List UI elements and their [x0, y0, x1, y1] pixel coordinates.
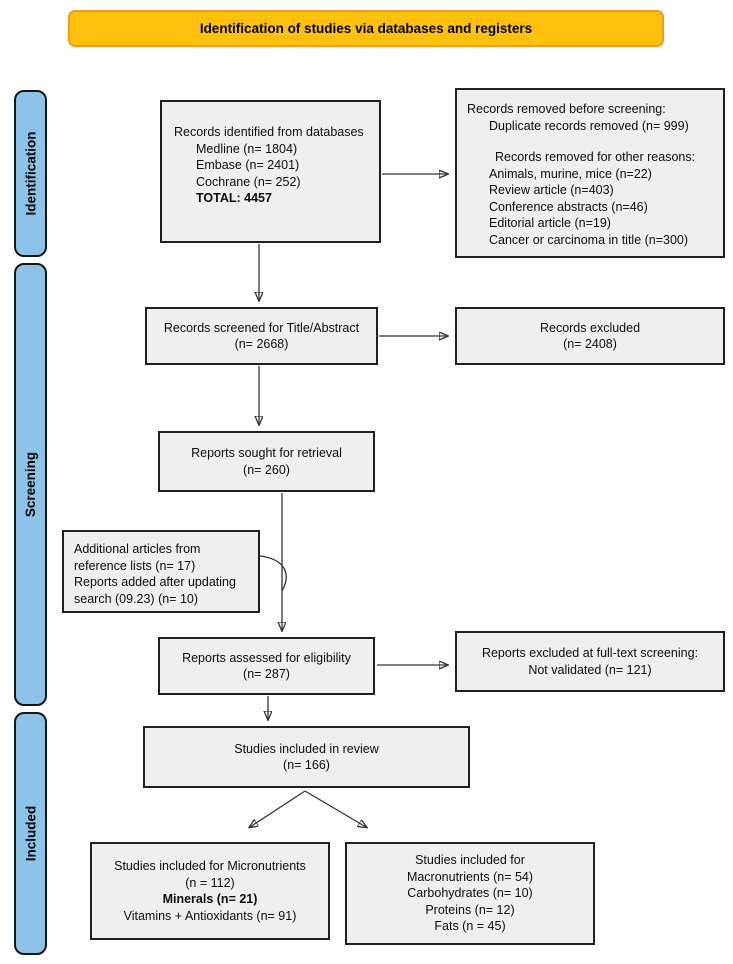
- phase-bar-screening: Screening: [14, 263, 47, 706]
- records-screened-line1: Records screened for Title/Abstract: [163, 320, 360, 335]
- micronutrients-vitamins: Vitamins + Antioxidants (n= 91): [123, 908, 297, 923]
- micronutrients-minerals: Minerals (n= 21): [162, 892, 258, 906]
- phase-bar-included: Included: [14, 712, 47, 955]
- studies-included-count: (n= 166): [283, 758, 330, 772]
- arrow-included-to-macronutrients: [304, 790, 366, 827]
- box-macronutrients: Studies included for Macronutrients (n= …: [345, 842, 595, 945]
- macronutrients-line1: Studies included for: [415, 853, 525, 868]
- box-records-identified: Records identified from databases Medlin…: [160, 100, 381, 243]
- phase-label-identification: Identification: [23, 131, 38, 216]
- records-screened-count: (n= 2668): [234, 337, 289, 351]
- box-reports-sought: Reports sought for retrieval (n= 260): [158, 431, 375, 492]
- records-removed-duplicates: Duplicate records removed (n= 999): [489, 118, 689, 133]
- records-removed-review: Review article (n=403): [489, 183, 614, 197]
- header-title: Identification of studies via databases …: [199, 21, 533, 36]
- box-studies-included: Studies included in review (n= 166): [143, 726, 470, 788]
- records-identified-cochrane: Cochrane (n= 252): [196, 174, 301, 189]
- records-identified-medline: Medline (n= 1804): [196, 141, 298, 156]
- reports-sought-line1: Reports sought for retrieval: [191, 446, 342, 460]
- phase-bar-identification: Identification: [14, 90, 47, 257]
- macronutrients-proteins: Proteins (n= 12): [425, 902, 515, 917]
- arrow-included-to-micronutrients: [250, 790, 306, 827]
- studies-included-line1: Studies included in review: [234, 741, 379, 756]
- box-records-screened: Records screened for Title/Abstract (n= …: [145, 307, 378, 365]
- macronutrients-carbohydrates: Carbohydrates (n= 10): [407, 886, 533, 901]
- additional-articles-line1: Additional articles from reference lists…: [74, 542, 201, 573]
- reports-assessed-count: (n= 287): [243, 667, 290, 681]
- phase-label-screening: Screening: [23, 451, 38, 518]
- records-identified-intro: Records identified from databases: [174, 125, 364, 139]
- box-records-removed: Records removed before screening: Duplic…: [455, 88, 725, 258]
- records-removed-cancer: Cancer or carcinoma in title (n=300): [489, 232, 689, 247]
- box-micronutrients: Studies included for Micronutrients (n =…: [90, 842, 330, 940]
- records-identified-embase: Embase (n= 2401): [196, 158, 300, 172]
- records-removed-conference: Conference abstracts (n=46): [489, 199, 648, 214]
- records-removed-other-title: Records removed for other reasons:: [495, 150, 696, 164]
- box-records-excluded: Records excluded (n= 2408): [455, 307, 725, 365]
- reports-excluded-fulltext-line1: Reports excluded at full-text screening:: [481, 646, 699, 660]
- header-banner: Identification of studies via databases …: [68, 10, 664, 47]
- reports-excluded-fulltext-line2: Not validated (n= 121): [528, 662, 652, 677]
- records-identified-total: TOTAL: 4457: [196, 191, 272, 205]
- connector-additional-articles: [259, 555, 287, 592]
- macronutrients-fats: Fats (n = 45): [434, 919, 506, 934]
- micronutrients-line1: Studies included for Micronutrients: [114, 859, 306, 873]
- reports-sought-count: (n= 260): [243, 462, 290, 477]
- box-additional-articles: Additional articles from reference lists…: [62, 530, 260, 613]
- box-reports-excluded-fulltext: Reports excluded at full-text screening:…: [455, 631, 725, 692]
- records-removed-editorial: Editorial article (n=19): [489, 216, 611, 230]
- reports-assessed-line1: Reports assessed for eligibility: [182, 650, 351, 665]
- box-reports-assessed: Reports assessed for eligibility (n= 287…: [158, 637, 375, 695]
- phase-label-included: Included: [23, 805, 39, 862]
- macronutrients-count: Macronutrients (n= 54): [406, 869, 534, 884]
- records-removed-title: Records removed before screening:: [467, 102, 666, 116]
- records-excluded-count: (n= 2408): [563, 337, 617, 351]
- additional-articles-line2: Reports added after updating search (09.…: [74, 575, 236, 606]
- records-removed-animals: Animals, murine, mice (n=22): [489, 166, 652, 181]
- micronutrients-count: (n = 112): [185, 875, 235, 890]
- records-excluded-line1: Records excluded: [539, 320, 641, 335]
